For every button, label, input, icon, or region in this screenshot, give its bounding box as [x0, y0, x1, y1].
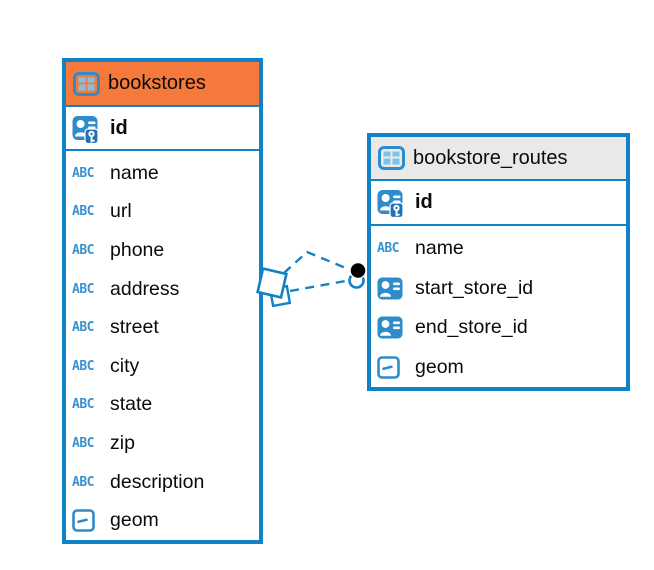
column-name: phone	[110, 238, 165, 261]
text-type-icon: ABC	[72, 358, 94, 374]
column-name: zip	[110, 431, 135, 454]
table-icon	[378, 146, 405, 170]
text-type-icon: ABC	[72, 242, 94, 258]
column-row-description[interactable]: ABC description	[66, 463, 259, 502]
text-type-icon: ABC	[72, 320, 94, 336]
column-name: state	[110, 393, 153, 416]
column-row-address[interactable]: ABC address	[66, 270, 259, 309]
text-type-icon: ABC	[72, 204, 94, 220]
column-name: name	[110, 161, 159, 184]
column-row-end_store_id[interactable]: end_store_id	[371, 308, 626, 348]
table-name: bookstore_routes	[413, 146, 568, 169]
primary-key-name: id	[415, 191, 433, 213]
table-icon	[73, 71, 100, 96]
relationship-line-1[interactable]	[283, 250, 354, 274]
column-row-zip[interactable]: ABC zip	[66, 424, 259, 463]
column-name: street	[110, 316, 159, 339]
text-type-icon: ABC	[72, 165, 94, 181]
relationship-target-anchor-1[interactable]	[349, 261, 367, 280]
column-list: ABC name start_store_id end_store_id geom	[371, 226, 626, 387]
text-type-icon: ABC	[72, 397, 94, 413]
relationship-target-anchor-2[interactable]	[348, 272, 365, 289]
text-type-icon: ABC	[377, 241, 399, 257]
column-name: address	[110, 277, 180, 300]
column-row-geom[interactable]: geom	[371, 348, 626, 388]
relationship-source-anchor-2[interactable]	[268, 284, 292, 308]
reference-icon	[377, 277, 407, 300]
column-row-start_store_id[interactable]: start_store_id	[371, 269, 626, 309]
column-name: url	[110, 200, 132, 223]
column-name: geom	[415, 355, 464, 378]
primary-key-name: id	[110, 116, 128, 139]
column-name: geom	[110, 509, 159, 532]
column-row-url[interactable]: ABC url	[66, 193, 259, 232]
primary-key-row[interactable]: id	[66, 107, 259, 151]
text-type-icon: ABC	[72, 281, 94, 297]
primary-key-row[interactable]: id	[371, 181, 626, 226]
table-header-bookstore-routes[interactable]: bookstore_routes	[371, 137, 626, 181]
column-name: description	[110, 470, 205, 493]
column-row-name[interactable]: ABC name	[66, 154, 259, 193]
column-row-state[interactable]: ABC state	[66, 386, 259, 425]
relationship-line-2[interactable]	[289, 278, 352, 293]
text-type-icon: ABC	[72, 435, 94, 451]
column-name: end_store_id	[415, 316, 528, 339]
column-row-phone[interactable]: ABC phone	[66, 231, 259, 270]
column-name: name	[415, 237, 464, 260]
table-name: bookstores	[108, 72, 206, 94]
table-header-bookstores[interactable]: bookstores	[66, 62, 259, 107]
column-name: city	[110, 354, 140, 377]
geometry-type-icon	[72, 509, 102, 532]
reference-icon	[377, 316, 407, 339]
column-row-city[interactable]: ABC city	[66, 347, 259, 386]
column-row-geom[interactable]: geom	[66, 501, 259, 540]
text-type-icon: ABC	[72, 474, 94, 490]
column-name: start_store_id	[415, 276, 534, 299]
column-row-street[interactable]: ABC street	[66, 308, 259, 347]
primary-key-icon	[377, 189, 407, 219]
column-row-name[interactable]: ABC name	[371, 229, 626, 269]
geometry-type-icon	[377, 355, 407, 379]
primary-key-icon	[72, 115, 102, 144]
